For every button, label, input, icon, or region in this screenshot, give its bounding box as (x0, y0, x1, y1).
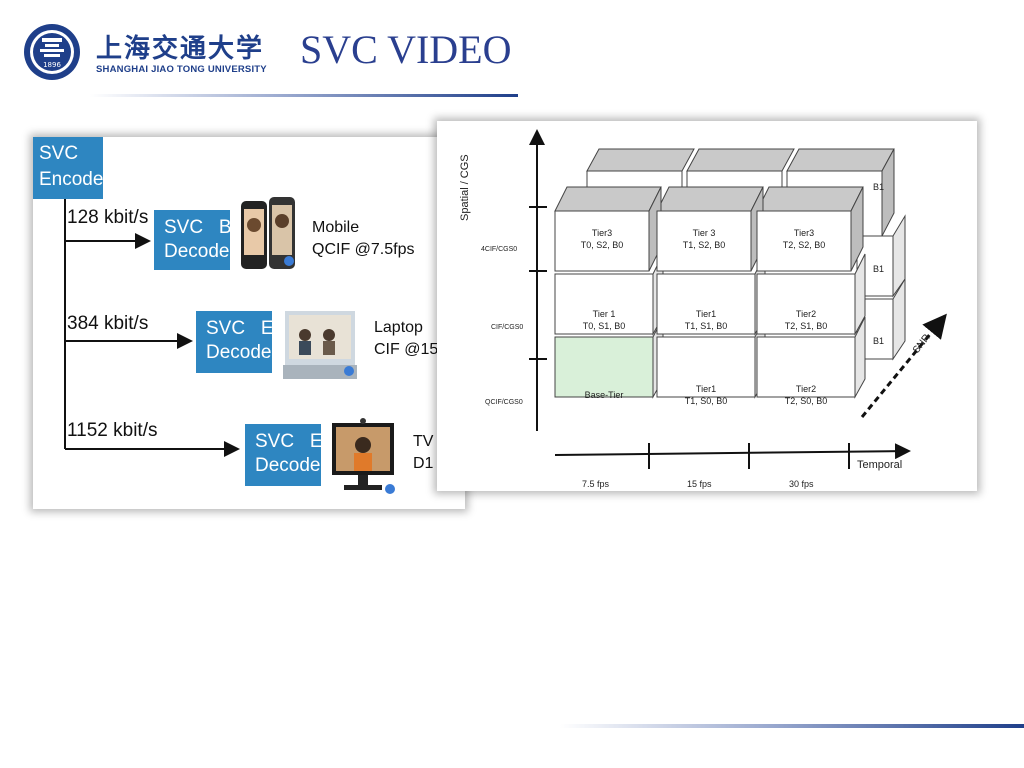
university-name-en: SHANGHAI JIAO TONG UNIVERSITY (96, 64, 267, 75)
tier-name: Tier3 (591, 228, 613, 238)
tv-monitor-image (330, 417, 398, 506)
tier-name: Tier 3 (692, 228, 716, 238)
svc-bl-decoder-box: SVC BL Decoder (154, 210, 243, 270)
tier-params: T1, S2, B0 (682, 240, 726, 250)
snr-layer-label: B1 (873, 264, 885, 274)
university-name-cn: 上海交通大学 (96, 34, 265, 64)
mobile-phones-image (239, 197, 297, 278)
tier-params: T1, S0, B0 (684, 396, 728, 406)
temporal-axis-label: Temporal (857, 459, 903, 471)
footer-divider (560, 724, 1024, 728)
tier-name: Tier3 (793, 228, 815, 238)
logo-year: 1896 (43, 61, 61, 69)
temporal-tick-label: 15 fps (687, 479, 712, 489)
spatial-tick-label: CIF/CGS0 (491, 324, 524, 331)
stream-arrows (64, 199, 240, 457)
bitrate-label: 1152 kbit/s (67, 420, 158, 441)
tier-cell: Tier2 T2, S1, B0 (757, 308, 855, 332)
tier-name: Tier1 (695, 309, 717, 319)
base-tier-cell: Base-Tier (555, 389, 653, 401)
device-name: Laptop (374, 319, 423, 336)
decoder-label-line2: Decoder (206, 342, 278, 363)
tier-name: Tier2 (795, 384, 817, 394)
bitrate-label: 128 kbit/s (67, 207, 149, 228)
laptop-image (283, 309, 357, 388)
spatial-tick-label: QCIF/CGS0 (485, 399, 523, 406)
title-divider (90, 94, 518, 97)
bitrate-label: 384 kbit/s (67, 313, 149, 334)
device-format: QCIF @7.5fps (312, 241, 415, 258)
svc-el-decoder-box: SVC EL Decoder (245, 424, 334, 486)
svc-streaming-diagram: SVC Encoder 128 kbit/s SVC BL Decoder M (33, 137, 493, 509)
decoder-label-line2: Decoder (255, 455, 327, 476)
cube-structure (529, 129, 947, 469)
decoder-label-line1: SVC BL (164, 217, 243, 238)
encoder-label-line1: SVC (39, 143, 79, 164)
tier-cell: Tier2 T2, S0, B0 (757, 383, 855, 407)
svc-el-decoder-box: SVC EL Decoder (196, 311, 285, 373)
tier-cell: Tier3 T0, S2, B0 (555, 227, 649, 251)
spatial-axis-label: Spatial / CGS (459, 154, 471, 221)
tier-cell: Tier1 T1, S1, B0 (657, 308, 755, 332)
tier-name: Tier1 (695, 384, 717, 394)
tier-name: Tier2 (795, 309, 817, 319)
tier-params: T2, S0, B0 (784, 396, 828, 406)
university-logo: 1896 (22, 22, 82, 82)
tier-params: T0, S2, B0 (580, 240, 624, 250)
snr-layer-label: B1 (873, 336, 885, 346)
temporal-tick-label: 30 fps (789, 479, 814, 489)
device-name: TV (413, 433, 434, 450)
spatial-tick-label: 4CIF/CGS0 (481, 246, 518, 253)
device-label: Mobile QCIF @7.5fps (312, 217, 415, 261)
tier-name: Base-Tier (584, 390, 624, 400)
tier-cell: Tier3 T2, S2, B0 (757, 227, 851, 251)
decoder-label-line1: SVC EL (206, 318, 285, 339)
tier-cell: Tier 1 T0, S1, B0 (555, 308, 653, 332)
decoder-label-line2: Decoder (164, 241, 236, 262)
snr-layer-label: B1 (873, 182, 885, 192)
svc-encoder-box: SVC Encoder (33, 137, 110, 199)
tier-cell: Tier1 T1, S0, B0 (657, 383, 755, 407)
svc-scalability-cube-diagram: Tier3 T0, S2, B0 Tier 3 T1, S2, B0 Tier3… (437, 121, 977, 491)
encoder-label-line2: Encoder (39, 169, 110, 190)
tier-params: T2, S2, B0 (782, 240, 826, 250)
device-name: Mobile (312, 219, 360, 236)
tier-params: T2, S1, B0 (784, 321, 828, 331)
tier-name: Tier 1 (592, 309, 616, 319)
tier-cell: Tier 3 T1, S2, B0 (657, 227, 751, 251)
temporal-tick-label: 7.5 fps (582, 479, 610, 489)
decoder-label-line1: SVC EL (255, 431, 334, 452)
page-title: SVC VIDEO (300, 27, 512, 72)
tier-params: T0, S1, B0 (582, 321, 626, 331)
tier-params: T1, S1, B0 (684, 321, 728, 331)
